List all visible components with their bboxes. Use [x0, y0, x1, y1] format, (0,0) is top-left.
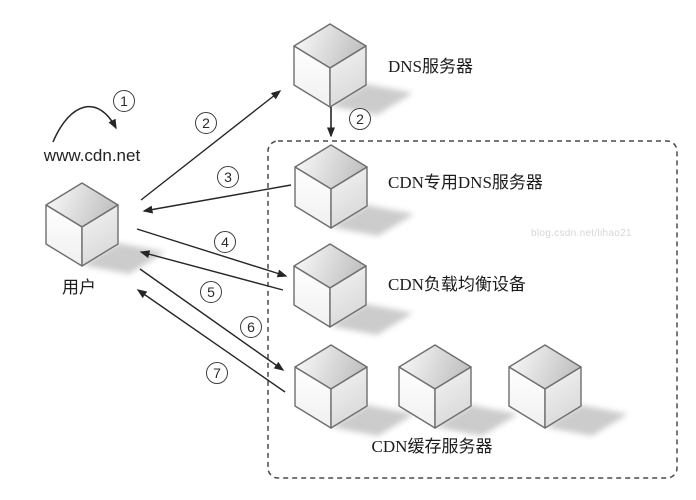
step-badge-3: 3 [217, 166, 239, 188]
step-badge-2-redirect: 2 [349, 108, 371, 130]
step-badge-6: 6 [240, 316, 262, 338]
step-badge-4: 4 [214, 231, 236, 253]
step-badge-2-query: 2 [195, 112, 217, 134]
arrow-step1-visit-url [52, 105, 117, 143]
step-badge-5: 5 [200, 281, 222, 303]
dns-server-label: DNS服务器 [388, 57, 474, 76]
arrow-step4-request-lb [136, 228, 288, 278]
cdn-dns-server-label: CDN专用DNS服务器 [388, 173, 543, 192]
user-cube [46, 183, 165, 274]
cache-server-cube-2 [399, 345, 518, 436]
cache-server-label: CDN缓存服务器 [371, 437, 493, 456]
load-balancer-label: CDN负载均衡设备 [388, 275, 526, 294]
cache-server-cube-1 [295, 345, 414, 436]
cdn-cluster-boundary [267, 140, 678, 479]
user-url-label: www.cdn.net [43, 146, 141, 165]
step-badge-1: 1 [113, 90, 135, 112]
arrow-step5-return-cache-ip [139, 250, 284, 291]
step-badge-7: 7 [206, 362, 228, 384]
cache-server-cube-3 [509, 345, 628, 436]
arrow-step7-return-content [136, 289, 286, 393]
user-node-label: 用户 [62, 278, 96, 297]
watermark-text: blog.csdn.net/lihao21 [531, 228, 632, 239]
arrow-step2-query-dns [140, 90, 282, 201]
arrow-step6-request-cache [139, 268, 285, 371]
arrow-step3-return-ip [142, 184, 292, 214]
